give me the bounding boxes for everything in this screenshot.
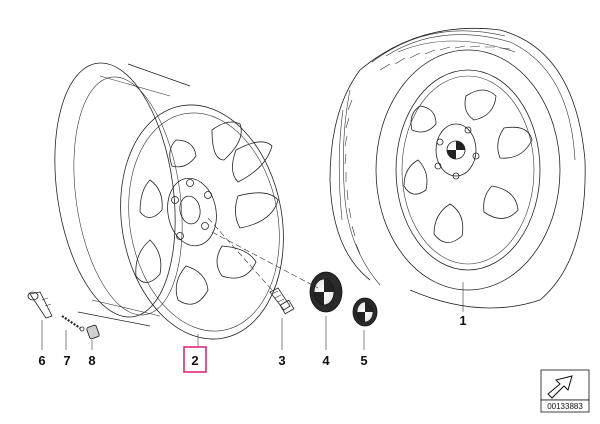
hub-cap <box>309 271 343 313</box>
callout-4: 4 <box>322 353 330 368</box>
valve-stem <box>27 291 53 319</box>
reference-box: 00133883 <box>540 369 590 413</box>
leader-lines <box>41 217 464 350</box>
callout-6: 6 <box>38 353 45 368</box>
arrow-icon <box>547 375 573 399</box>
alloy-rim <box>54 62 284 340</box>
complete-wheel-with-tire <box>329 27 586 309</box>
emblem-badge <box>352 297 378 327</box>
callout-8: 8 <box>88 353 95 368</box>
callout-3: 3 <box>278 353 285 368</box>
reference-code: 00133883 <box>547 402 583 411</box>
callout-5: 5 <box>360 353 367 368</box>
highlight-box <box>183 346 207 373</box>
valve-core <box>61 315 85 332</box>
callout-1: 1 <box>459 313 466 328</box>
callout-2: 2 <box>191 353 198 368</box>
callout-7: 7 <box>63 353 70 368</box>
valve-cap <box>86 324 100 340</box>
wheel-bolt <box>269 287 295 315</box>
